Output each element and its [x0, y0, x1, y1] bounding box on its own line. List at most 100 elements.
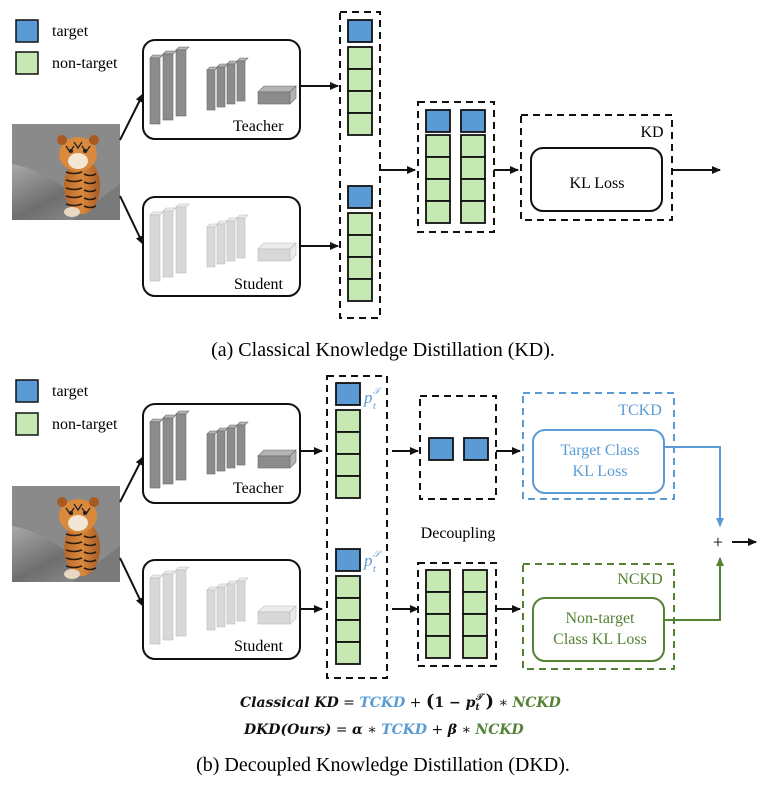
tiger-stripe	[65, 533, 83, 537]
conv-layer	[162, 53, 174, 121]
tiger-stripe	[65, 187, 83, 191]
nontarget-cell	[335, 431, 361, 455]
conv-layer	[175, 206, 187, 274]
arrow-image-to-teacher-b	[119, 456, 144, 503]
kd-label: KD	[640, 124, 663, 141]
conv-layer	[236, 424, 246, 466]
tiger-stripe	[73, 141, 83, 150]
target-cell	[335, 382, 361, 406]
arrow-image-to-student-b	[119, 557, 144, 607]
tiger-stripe	[73, 503, 83, 512]
conv-layer	[206, 226, 216, 268]
tckd-loss-box	[532, 429, 665, 494]
tiger-stripe	[83, 197, 97, 201]
nontarget-cell	[425, 134, 451, 158]
tiger-stripe	[65, 541, 83, 545]
conv-layer	[175, 569, 187, 637]
legend-nontarget-swatch	[15, 51, 39, 75]
tiger-stripe	[65, 171, 83, 175]
tiger-stripe	[65, 565, 83, 569]
tiger-muzzle	[68, 515, 88, 531]
tiger-paw	[64, 569, 80, 579]
fc-side	[289, 605, 297, 625]
logits-dashed-box-a	[339, 11, 381, 319]
nckd-loss-line1: Non-target	[565, 610, 635, 627]
student-prob-b	[335, 548, 361, 665]
conv-layer	[206, 589, 216, 631]
nontarget-dashed-box	[417, 562, 497, 667]
target-cell	[425, 109, 451, 133]
kl-loss-label: KL Loss	[570, 175, 625, 192]
target-cell	[460, 109, 486, 133]
input-image-a	[12, 124, 120, 220]
legend-nontarget-swatch-b	[15, 412, 39, 436]
student-label-a: Student	[234, 276, 283, 293]
nontarget-cell	[335, 597, 361, 621]
kd-dashed-box	[520, 114, 673, 221]
tiger-stripe	[83, 551, 97, 555]
tckd-loss-line1: Target Class	[560, 442, 639, 459]
tiger-stripe	[65, 557, 83, 561]
student-target-cell-b	[463, 437, 489, 461]
nontarget-cell	[335, 619, 361, 643]
nontarget-cell	[460, 200, 486, 224]
teacher-network-b	[149, 410, 297, 489]
tiger-stripe	[83, 567, 97, 571]
nontarget-cell	[335, 575, 361, 599]
tiger-stripe	[65, 203, 83, 207]
conv-layer	[149, 214, 161, 282]
conv-layer	[236, 580, 246, 622]
tiger-muzzle	[68, 153, 88, 169]
nontarget-cell	[347, 112, 373, 136]
target-cell	[347, 19, 373, 43]
conv-layer	[236, 60, 246, 102]
nckd-loss-box	[532, 597, 665, 662]
target-cell	[335, 548, 361, 572]
tiger-paw	[64, 207, 80, 217]
conv-layer	[175, 49, 187, 117]
target-cell	[347, 185, 373, 209]
tiger-stripe	[81, 507, 91, 516]
fc-side	[289, 242, 297, 262]
teacher-network-a	[149, 46, 297, 125]
conv-layer	[162, 210, 174, 278]
nontarget-cell	[462, 591, 488, 615]
tiger-stripe	[83, 559, 97, 563]
teacher-logits-a	[347, 19, 373, 136]
prob-dashed-box-b	[326, 375, 388, 679]
tiger-stripe	[65, 179, 83, 183]
nontarget-cell	[462, 635, 488, 659]
svg-text:t: t	[373, 564, 376, 575]
teacher-target-cell-b	[428, 437, 454, 461]
caption-b: (b) Decoupled Knowledge Distillation (DK…	[196, 754, 570, 776]
tiger-stripe	[65, 145, 75, 154]
fc-layer	[257, 455, 291, 469]
nontarget-cell	[335, 475, 361, 499]
target-dashed-box	[419, 395, 497, 500]
conv-layer	[175, 413, 187, 481]
conv-layer	[149, 577, 161, 645]
tiger-ear-left	[57, 497, 67, 507]
tiger-ear-left	[57, 135, 67, 145]
fc-top	[257, 85, 297, 93]
nontarget-cell	[425, 591, 451, 615]
kl-loss-box-a	[530, 147, 663, 212]
svg-text:t: t	[373, 401, 376, 412]
tiger-stripe	[81, 145, 91, 154]
tiger-stripe	[83, 173, 97, 177]
tiger-stripe	[83, 181, 97, 185]
conv-layer	[206, 433, 216, 475]
teacher-nontarget-b	[425, 569, 451, 659]
fc-top	[257, 605, 297, 613]
nontarget-cell	[347, 234, 373, 258]
student-network-a	[149, 203, 297, 282]
conv-layer	[162, 573, 174, 641]
legend-nontarget-label-b: non-target	[52, 416, 118, 433]
tiger-stripe	[83, 189, 97, 193]
nontarget-cell	[335, 409, 361, 433]
fc-layer	[257, 611, 291, 625]
conv-layer	[226, 427, 236, 469]
legend-nontarget-label: non-target	[52, 55, 118, 72]
arrow-tckd-to-sum	[664, 446, 724, 527]
